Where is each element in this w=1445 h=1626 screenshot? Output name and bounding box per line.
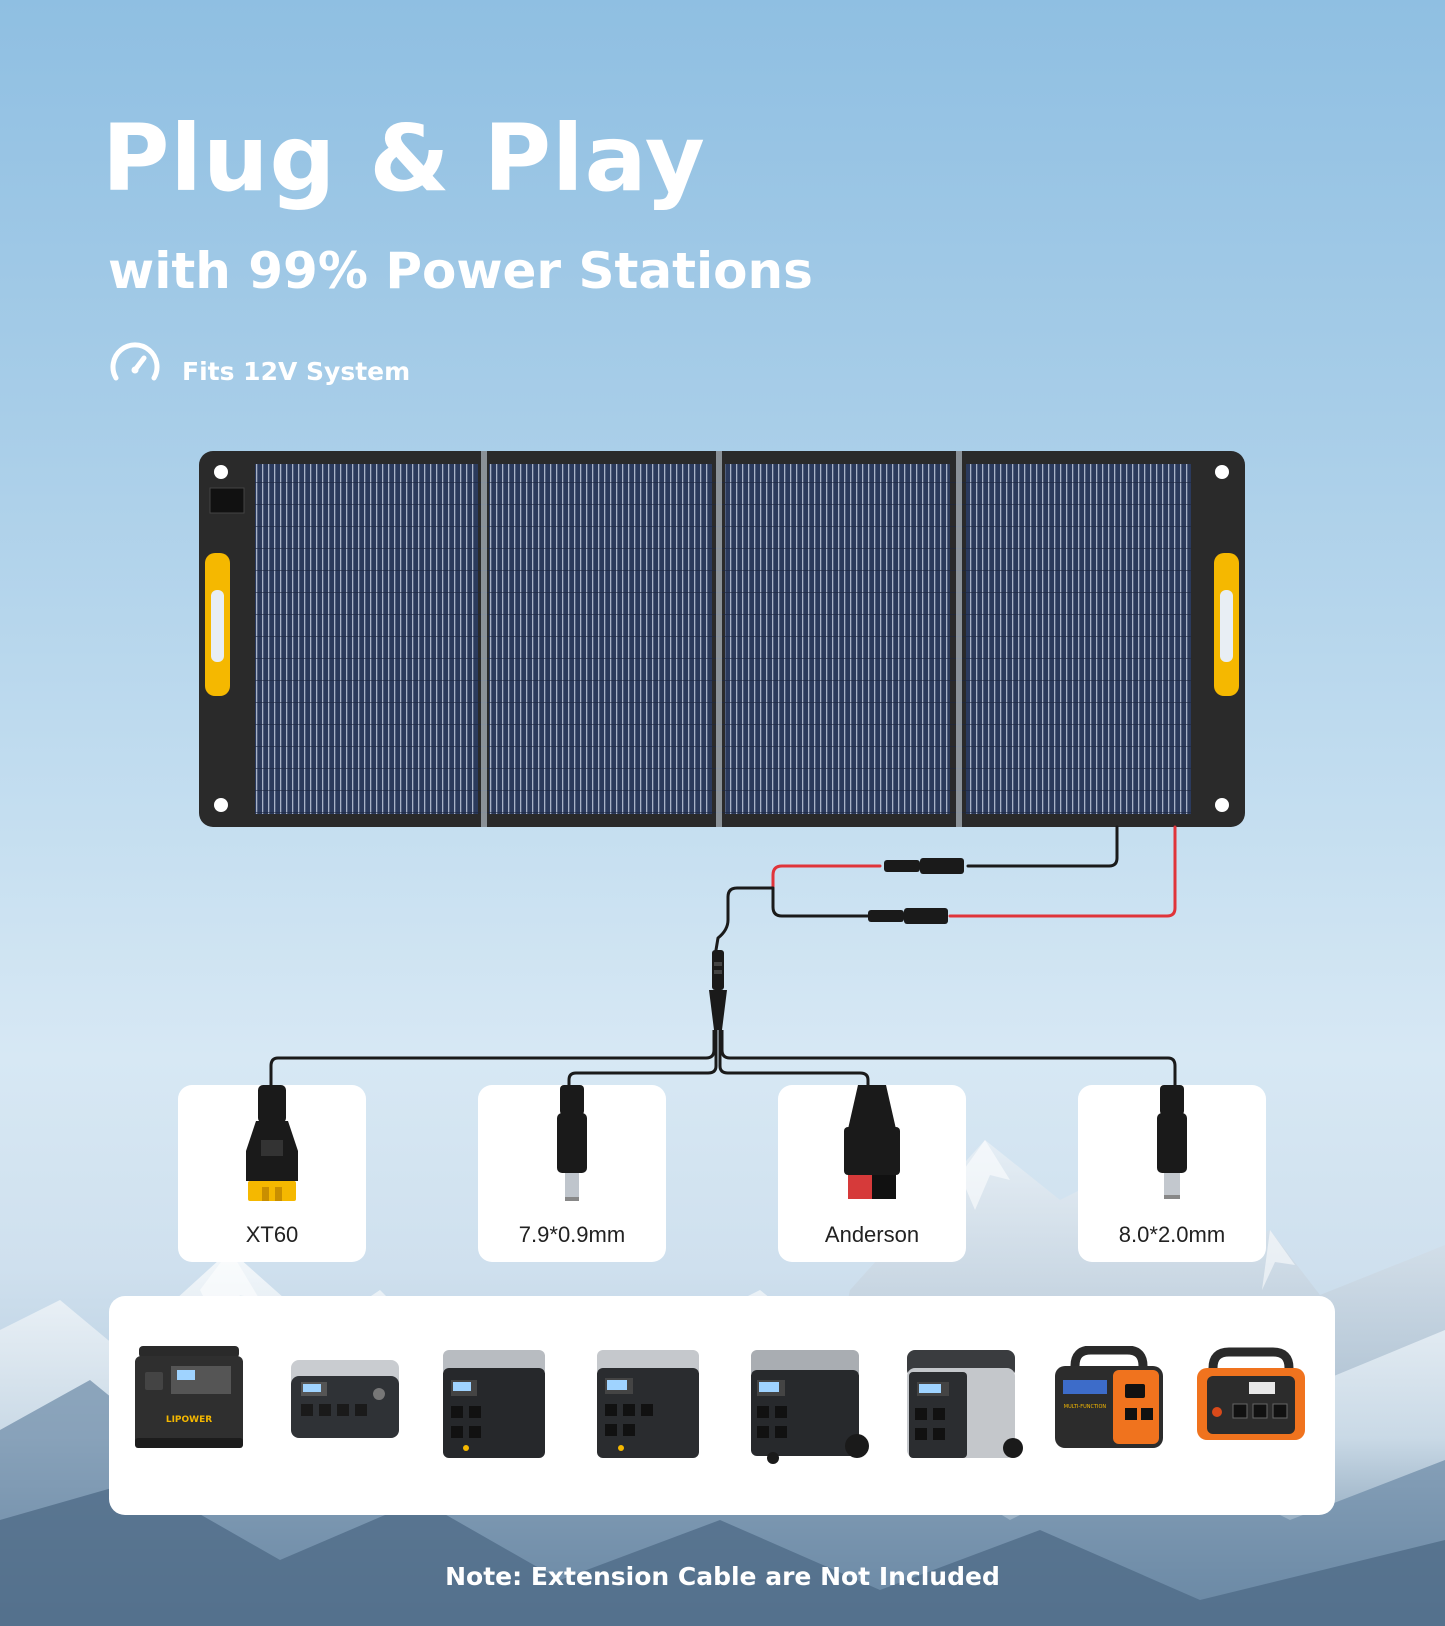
power-station-icon: MULTI-FUNCTION — [1055, 1346, 1163, 1448]
connector-card-anderson: Anderson — [778, 1085, 966, 1262]
handle-right — [1214, 553, 1239, 696]
y-splitter — [709, 950, 727, 1030]
power-station-icon — [907, 1350, 1023, 1458]
power-station-icon — [597, 1350, 699, 1458]
grommet — [1215, 798, 1229, 812]
grommet — [1215, 465, 1229, 479]
extension-cable-note: Note: Extension Cable are Not Included — [445, 1562, 1000, 1591]
connector-label: XT60 — [245, 1222, 299, 1247]
power-station-icon — [751, 1350, 869, 1464]
connector-label: Anderson — [824, 1222, 920, 1247]
handle-left — [205, 553, 230, 696]
station-brand-text: LIPOWER — [166, 1415, 212, 1425]
mc4-connector — [868, 858, 964, 924]
dc-barrel-plug-icon — [1157, 1085, 1187, 1199]
compatible-power-stations: LIPOWER — [109, 1296, 1335, 1515]
power-station-icon: LIPOWER — [135, 1346, 243, 1448]
page-title: Plug & Play — [102, 105, 706, 212]
xt60-plug-icon — [246, 1085, 298, 1201]
power-station-icon — [443, 1350, 545, 1458]
speedometer-icon — [110, 342, 160, 381]
feature-text: Fits 12V System — [182, 356, 411, 386]
power-station-icon — [291, 1360, 399, 1438]
connector-card-xt60: XT60 — [178, 1085, 366, 1262]
panel-cells — [255, 464, 1191, 814]
connector-label: 7.9*0.9mm — [518, 1222, 626, 1247]
grommet — [214, 465, 228, 479]
dc-barrel-plug-icon — [557, 1085, 587, 1201]
connector-label: 8.0*2.0mm — [1118, 1222, 1226, 1247]
anderson-plug-icon — [844, 1085, 900, 1199]
feature-fits-12v: Fits 12V System — [108, 338, 410, 392]
power-station-icon — [1197, 1347, 1305, 1440]
grommet — [214, 798, 228, 812]
connector-card-7-9mm: 7.9*0.9mm — [478, 1085, 666, 1262]
connector-card-8-0mm: 8.0*2.0mm — [1078, 1085, 1266, 1262]
junction-box — [209, 487, 245, 514]
svg-text:MULTI-FUNCTION: MULTI-FUNCTION — [1064, 1404, 1107, 1410]
page-subtitle: with 99% Power Stations — [108, 242, 813, 300]
